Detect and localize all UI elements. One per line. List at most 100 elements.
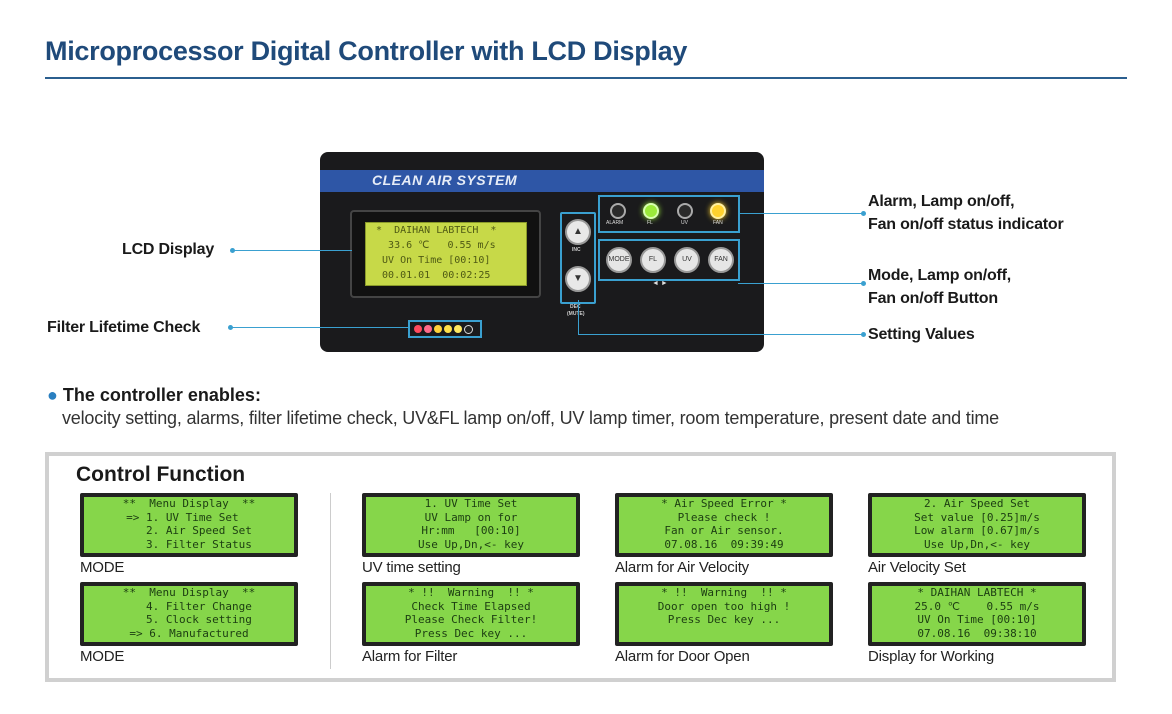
filter-led: [434, 325, 442, 333]
callout-dot: [861, 281, 866, 286]
bullet-heading-text: The controller enables:: [62, 385, 261, 405]
screen-caption: MODE: [80, 648, 125, 665]
lcd-screen-line: * !! Warning !! *: [408, 586, 534, 599]
function-buttons: MODE FL UV FAN: [598, 239, 740, 281]
lcd-screen-line: Press Dec key ...: [667, 613, 781, 626]
fl-button[interactable]: FL: [640, 247, 666, 273]
lcd-screen-line: * DAIHAN LABTECH *: [917, 586, 1037, 599]
lcd-screen-line: 07.08.16 09:38:10: [917, 626, 1037, 640]
lcd-screen-line: => 1. UV Time Set: [126, 510, 252, 524]
uv-button[interactable]: UV: [674, 247, 700, 273]
lcd-screen-line: Please Check Filter!: [404, 613, 538, 626]
lcd-screen-line: 2. Air Speed Set: [924, 497, 1030, 510]
lcd-screen: ** Menu Display ** 4. Filter Change 5. C…: [80, 582, 298, 646]
lcd-frame: * DAIHAN LABTECH * 33.6 ℃ 0.55 m/s UV On…: [350, 210, 541, 298]
lcd-display: * DAIHAN LABTECH * 33.6 ℃ 0.55 m/s UV On…: [365, 222, 527, 286]
alarm-indicator: [610, 203, 626, 219]
filter-led: [444, 325, 452, 333]
lcd-screen-line: 1. UV Time Set: [424, 497, 518, 510]
callout-line-filter: [230, 327, 408, 328]
lcd-screen-line: Low alarm [0.67]m/s: [914, 524, 1040, 537]
lcd-screen-line: 25.0 ℃ 0.55 m/s: [914, 599, 1040, 613]
title-rule: [45, 77, 1127, 79]
callout-mode-line2: Fan on/off Button: [868, 290, 998, 307]
dec-arrow-icon: ▼: [573, 273, 583, 284]
callout-dot: [861, 332, 866, 337]
lcd-screen-line: Check Time Elapsed: [411, 599, 531, 613]
indicator-label: UV: [681, 220, 688, 226]
indicator-label: ALARM: [606, 220, 624, 226]
lcd-screen-line: 2. Air Speed Set: [126, 524, 252, 537]
screen-caption: UV time setting: [362, 559, 461, 576]
lcd-screen-line: Please check !: [677, 510, 771, 524]
lcd-line: 33.6 ℃ 0.55 m/s: [370, 240, 496, 251]
callout-vline-setting: [578, 300, 579, 334]
callout-dot: [861, 211, 866, 216]
callout-line-mode: [738, 283, 864, 284]
inc-button[interactable]: ▲: [565, 219, 591, 245]
lcd-screen-line: UV On Time [00:10]: [917, 613, 1037, 626]
lcd-screen-line: Set value [0.25]m/s: [914, 510, 1040, 524]
panel-brand: CLEAN AIR SYSTEM: [372, 172, 518, 188]
screen-caption: Alarm for Door Open: [615, 648, 750, 665]
lcd-line: 00.01.01 00:02:25: [370, 270, 491, 281]
mode-button[interactable]: MODE: [606, 247, 632, 273]
lcd-screen-line: * !! Warning !! *: [661, 586, 787, 599]
lcd-screen: * Air Speed Error *Please check !Fan or …: [615, 493, 833, 557]
uv-indicator: [677, 203, 693, 219]
page-title: Microprocessor Digital Controller with L…: [45, 36, 688, 66]
fl-indicator: [643, 203, 659, 219]
screen-caption: MODE: [80, 559, 125, 576]
bullet-dot-icon: ●: [47, 385, 58, 405]
lcd-screen-display: * Air Speed Error *Please check !Fan or …: [619, 497, 829, 553]
dec-label: DEC: [570, 304, 581, 310]
filter-led: [424, 325, 432, 333]
inc-label: INC: [572, 247, 581, 253]
controller-panel: CLEAN AIR SYSTEM * DAIHAN LABTECH * 33.6…: [320, 152, 764, 352]
inc-dec-buttons: ▲ INC ▼: [560, 212, 596, 304]
bullet-heading: ● The controller enables:: [47, 385, 261, 406]
inc-arrow-icon: ▲: [573, 226, 583, 237]
lcd-screen-line: 07.08.16 09:39:49: [664, 537, 784, 551]
lcd-screen-line: Use Up,Dn,<- key: [924, 537, 1030, 551]
lcd-screen-line: ** Menu Display **: [122, 586, 256, 599]
lcd-screen-line: UV Lamp on for: [424, 510, 518, 524]
indicator-label: FAN: [713, 220, 723, 226]
indicator-label: FL: [647, 220, 653, 226]
lcd-screen-line: 4. Filter Change: [126, 599, 252, 613]
screen-caption: Air Velocity Set: [868, 559, 966, 576]
lcd-screen: ** Menu Display **=> 1. UV Time Set 2. A…: [80, 493, 298, 557]
panel-brand-band: CLEAN AIR SYSTEM: [320, 170, 764, 192]
control-function-divider: [330, 493, 331, 669]
lcd-screen: * !! Warning !! *Door open too high !Pre…: [615, 582, 833, 646]
left-right-label: ◄ ►: [652, 280, 668, 287]
lcd-screen-line: Use Up,Dn,<- key: [418, 537, 524, 551]
lcd-screen-display: ** Menu Display ** 4. Filter Change 5. C…: [84, 586, 294, 642]
dec-button[interactable]: ▼: [565, 266, 591, 292]
lcd-line: * DAIHAN LABTECH *: [370, 225, 497, 236]
screen-caption: Alarm for Filter: [362, 648, 458, 665]
callout-setting: Setting Values: [868, 326, 975, 343]
callout-line-alarm: [738, 213, 864, 214]
callout-alarm-line1: Alarm, Lamp on/off,: [868, 193, 1015, 210]
filter-led: [464, 325, 473, 334]
callout-lcd: LCD Display: [122, 241, 215, 258]
filter-led-bar: [408, 320, 482, 338]
lcd-screen-line: => 6. Manufactured: [129, 626, 249, 640]
lcd-screen-display: ** Menu Display **=> 1. UV Time Set 2. A…: [84, 497, 294, 553]
lcd-screen-line: * Air Speed Error *: [661, 497, 787, 510]
callout-mode-line1: Mode, Lamp on/off,: [868, 267, 1012, 284]
filter-led: [454, 325, 462, 333]
fan-button[interactable]: FAN: [708, 247, 734, 273]
screen-caption: Display for Working: [868, 648, 994, 665]
lcd-screen-line: ** Menu Display **: [122, 497, 256, 510]
callout-line-setting: [578, 334, 864, 335]
lcd-screen-line: 5. Clock setting: [126, 613, 252, 626]
lcd-screen-display: * !! Warning !! *Door open too high !Pre…: [619, 586, 829, 642]
